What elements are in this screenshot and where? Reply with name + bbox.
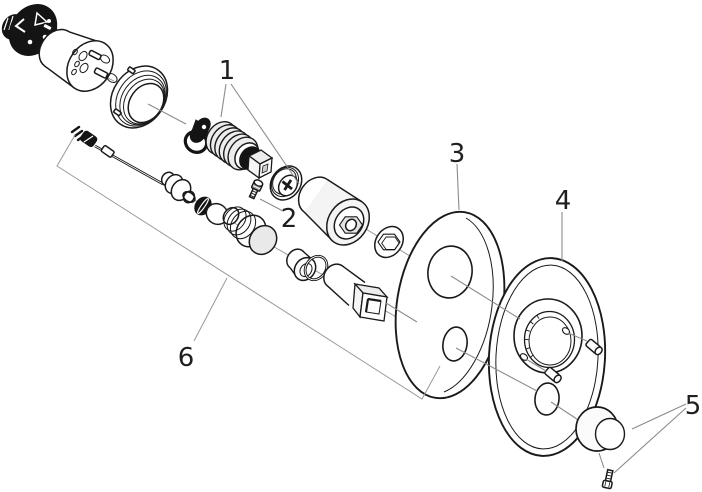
outer-escutcheon-plate [487,257,607,457]
collar-set-screw-upper [585,338,603,356]
sleeve [297,176,371,246]
plate-axis-leaders [385,275,590,428]
callout-4: 4 [555,186,572,216]
spindle-assembly [70,125,229,226]
collar-set-screw-lower [544,366,562,384]
callout-1: 1 [219,56,236,86]
plate-collar [513,298,583,374]
housing-screws [88,49,118,84]
callout-leaders [220,83,687,474]
assembly-bracket [56,134,441,400]
callout-6: 6 [178,343,195,373]
o-ring-large [183,130,209,154]
extension-spindle [323,263,389,322]
knob-screw [601,468,614,490]
stop-ring [269,165,303,201]
callout-numbers: 1 2 3 4 5 6 [178,56,702,421]
threaded-bushing [222,206,278,256]
knob-face-markings [14,11,51,45]
callout-5: 5 [685,391,702,421]
threaded-collar [109,65,169,129]
collar-axis-leader [147,103,187,125]
hex-adapter-ring [374,225,404,259]
knob-screw-axis [598,452,605,469]
rough-in-housing [38,28,114,92]
small-sleeve [286,248,317,282]
adapter-pin [42,22,53,32]
cartridge-stem [247,149,274,180]
inner-escutcheon-plate [394,210,506,400]
plate-lower-hole [534,382,560,416]
fixing-screw [248,179,264,200]
callout-2: 2 [281,204,298,234]
callout-3: 3 [449,139,466,169]
volume-knob [575,406,626,452]
thermostat-cartridge [205,121,274,180]
